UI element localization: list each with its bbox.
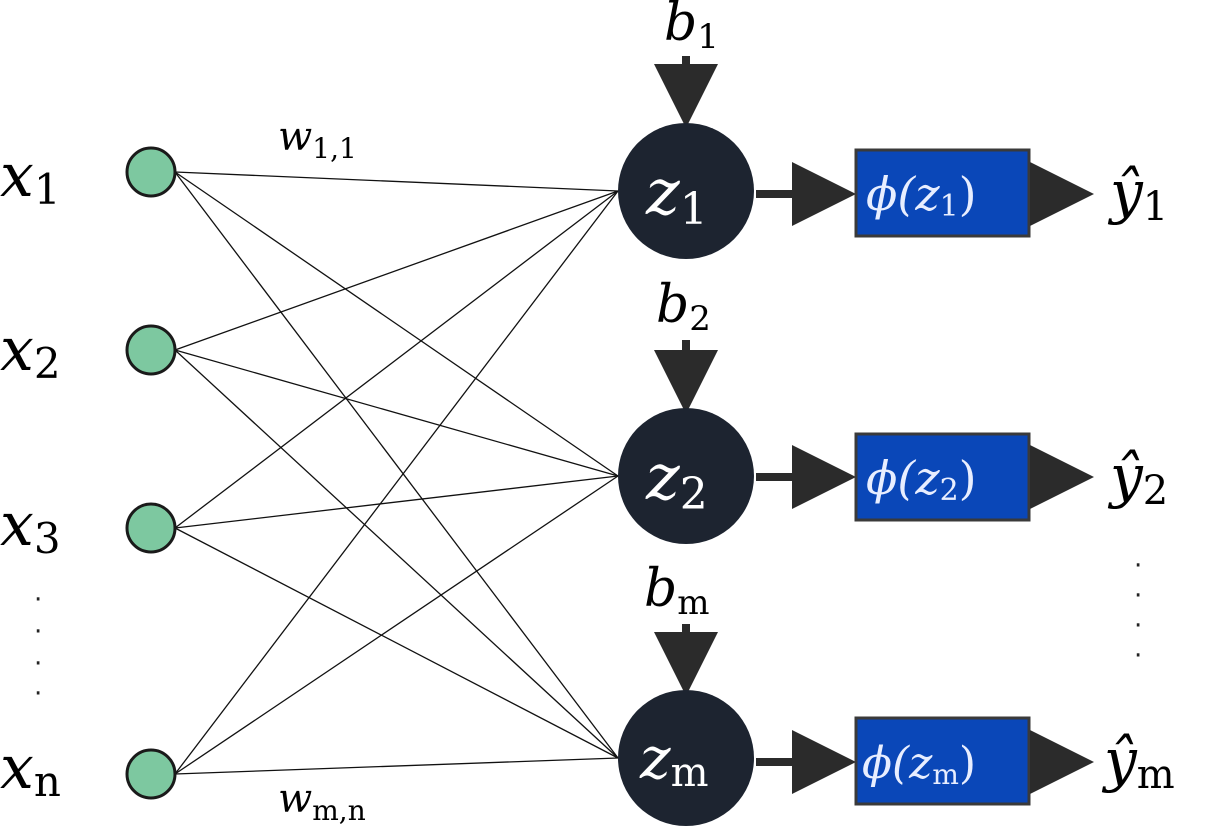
edge-input-4-to-neuron-2: [174, 475, 619, 775]
svg-text:·: ·: [34, 617, 42, 647]
edge-input-2-to-neuron-3: [174, 349, 619, 759]
activation-box-2: [854, 432, 1031, 522]
svg-text:·: ·: [1134, 551, 1142, 581]
bias-label-1: b1: [664, 0, 719, 57]
bias-label-2: b2: [656, 275, 711, 339]
edge-input-1-to-neuron-3: [174, 171, 619, 759]
output-label-2: ŷ2: [1107, 442, 1168, 514]
edge-input-1-to-neuron-1: [174, 171, 619, 192]
neuron-label-2: z2: [645, 441, 708, 520]
edge-input-4-to-neuron-3: [174, 757, 619, 775]
input-label-x2: x2: [0, 315, 61, 388]
neuron-node-m: [618, 690, 754, 826]
svg-text:·: ·: [34, 585, 42, 615]
neuron-label-1: z1: [645, 156, 708, 235]
svg-text:·: ·: [1134, 641, 1142, 671]
edge-input-3-to-neuron-3: [174, 527, 619, 759]
neuron-node-2: [618, 408, 754, 544]
input-node-1: [125, 146, 177, 198]
edge-input-3-to-neuron-1: [174, 190, 619, 529]
activation-label-2: ϕ(z2): [866, 451, 977, 508]
svg-text:·: ·: [1134, 611, 1142, 641]
neuron-label-m: zm: [639, 724, 709, 796]
input-label-xn: xn: [0, 733, 61, 806]
output-ellipsis: · · · ·: [1134, 551, 1142, 671]
output-label-1: ŷ1: [1107, 158, 1168, 230]
input-node-2: [125, 324, 177, 376]
input-node-3: [125, 502, 177, 554]
svg-text:·: ·: [34, 679, 42, 709]
input-node-n: [125, 748, 177, 800]
activation-label-1: ϕ(z1): [866, 167, 977, 224]
activation-label-m: ϕ(zm): [862, 738, 976, 791]
svg-text:·: ·: [1134, 581, 1142, 611]
svg-text:·: ·: [34, 649, 42, 679]
edge-input-4-to-neuron-1: [174, 190, 619, 775]
edge-input-3-to-neuron-2: [174, 475, 619, 529]
edge-input-2-to-neuron-1: [174, 190, 619, 351]
input-ellipsis: · · · ·: [34, 585, 42, 709]
output-label-m: ŷm: [1101, 726, 1175, 798]
input-label-x1: x1: [0, 141, 61, 214]
edge-input-1-to-neuron-2: [174, 171, 619, 477]
activation-box-m: [854, 716, 1031, 806]
edge-input-2-to-neuron-2: [174, 349, 619, 477]
weight-label-last: wm,n: [278, 776, 366, 827]
weight-label-first: w1,1: [278, 114, 357, 165]
bias-label-m: bm: [644, 559, 710, 623]
activation-box-1: [854, 148, 1031, 238]
input-label-x3: x3: [0, 490, 61, 563]
neuron-node-1: [618, 123, 754, 259]
weight-connections: [174, 171, 619, 775]
